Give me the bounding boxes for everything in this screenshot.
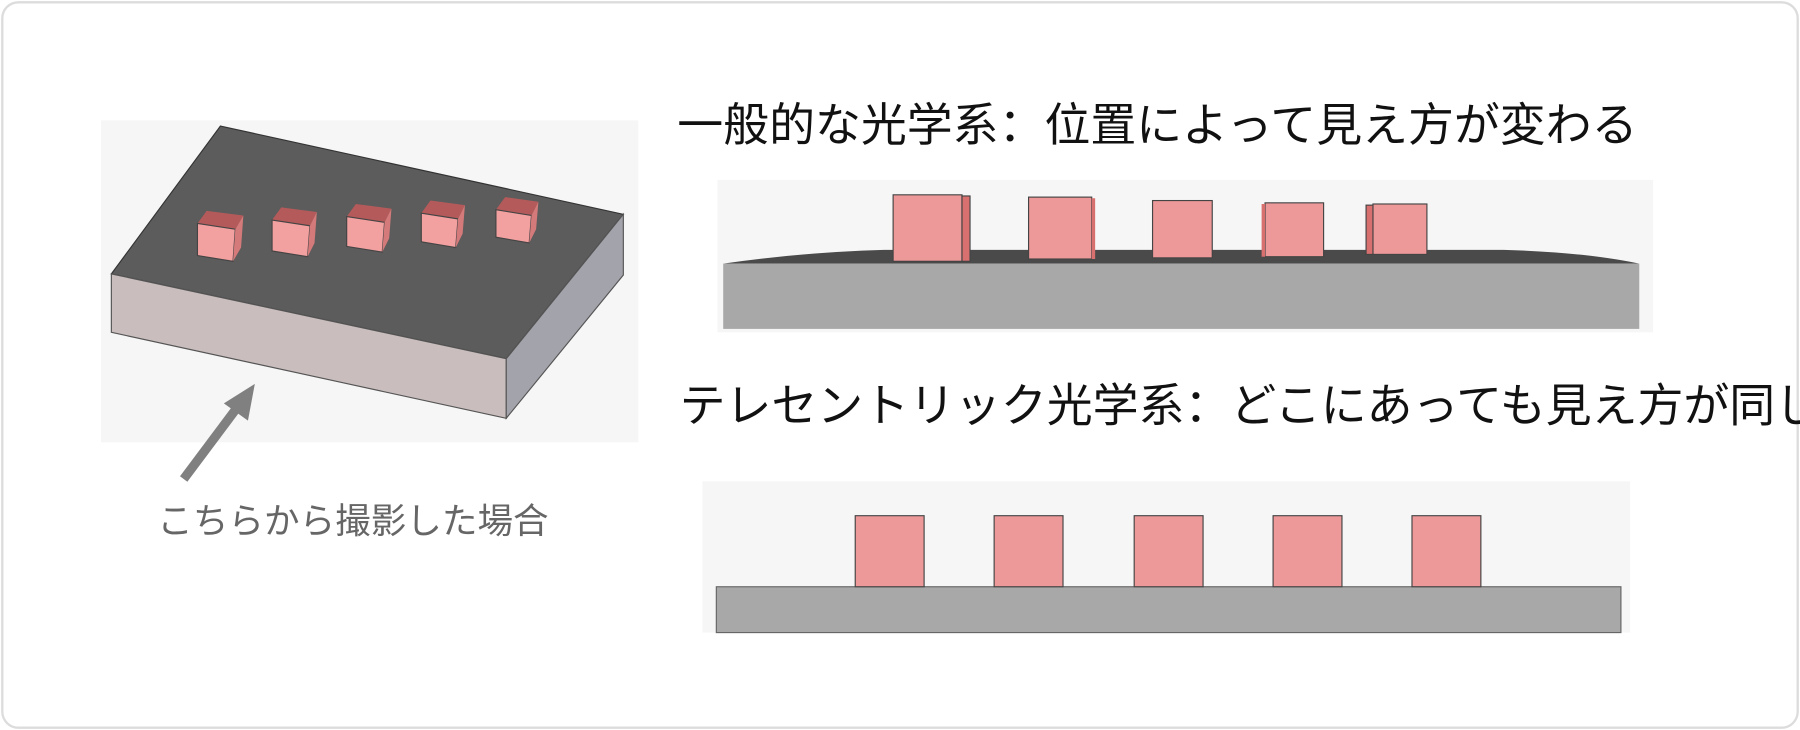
base-plate (723, 263, 1640, 329)
box (993, 515, 1064, 588)
box (854, 515, 925, 588)
telecentric-optics-diagram (702, 481, 1631, 634)
telecentric-optics-title: テレセントリック光学系：どこにあっても見え方が同じ (680, 379, 1800, 433)
camera-direction-arrow (179, 383, 255, 482)
cube (420, 200, 465, 249)
plate-side-face (505, 212, 624, 420)
cube (346, 203, 392, 253)
conventional-optics-title: 一般的な光学系：位置によって見え方が変わる (677, 98, 1637, 152)
cube (196, 210, 244, 262)
box (892, 194, 971, 262)
box (1411, 515, 1482, 588)
box (1151, 199, 1213, 259)
box (1261, 202, 1325, 258)
box (1272, 515, 1343, 588)
perspective-illustration (101, 120, 639, 443)
cube (271, 207, 317, 258)
box (1133, 515, 1204, 588)
viewpoint-caption: こちらから撮影した場合 (157, 501, 548, 542)
cube (495, 197, 539, 244)
conventional-optics-diagram (717, 179, 1654, 333)
base-plate (715, 586, 1622, 634)
box (1027, 196, 1096, 260)
box (1365, 203, 1428, 255)
